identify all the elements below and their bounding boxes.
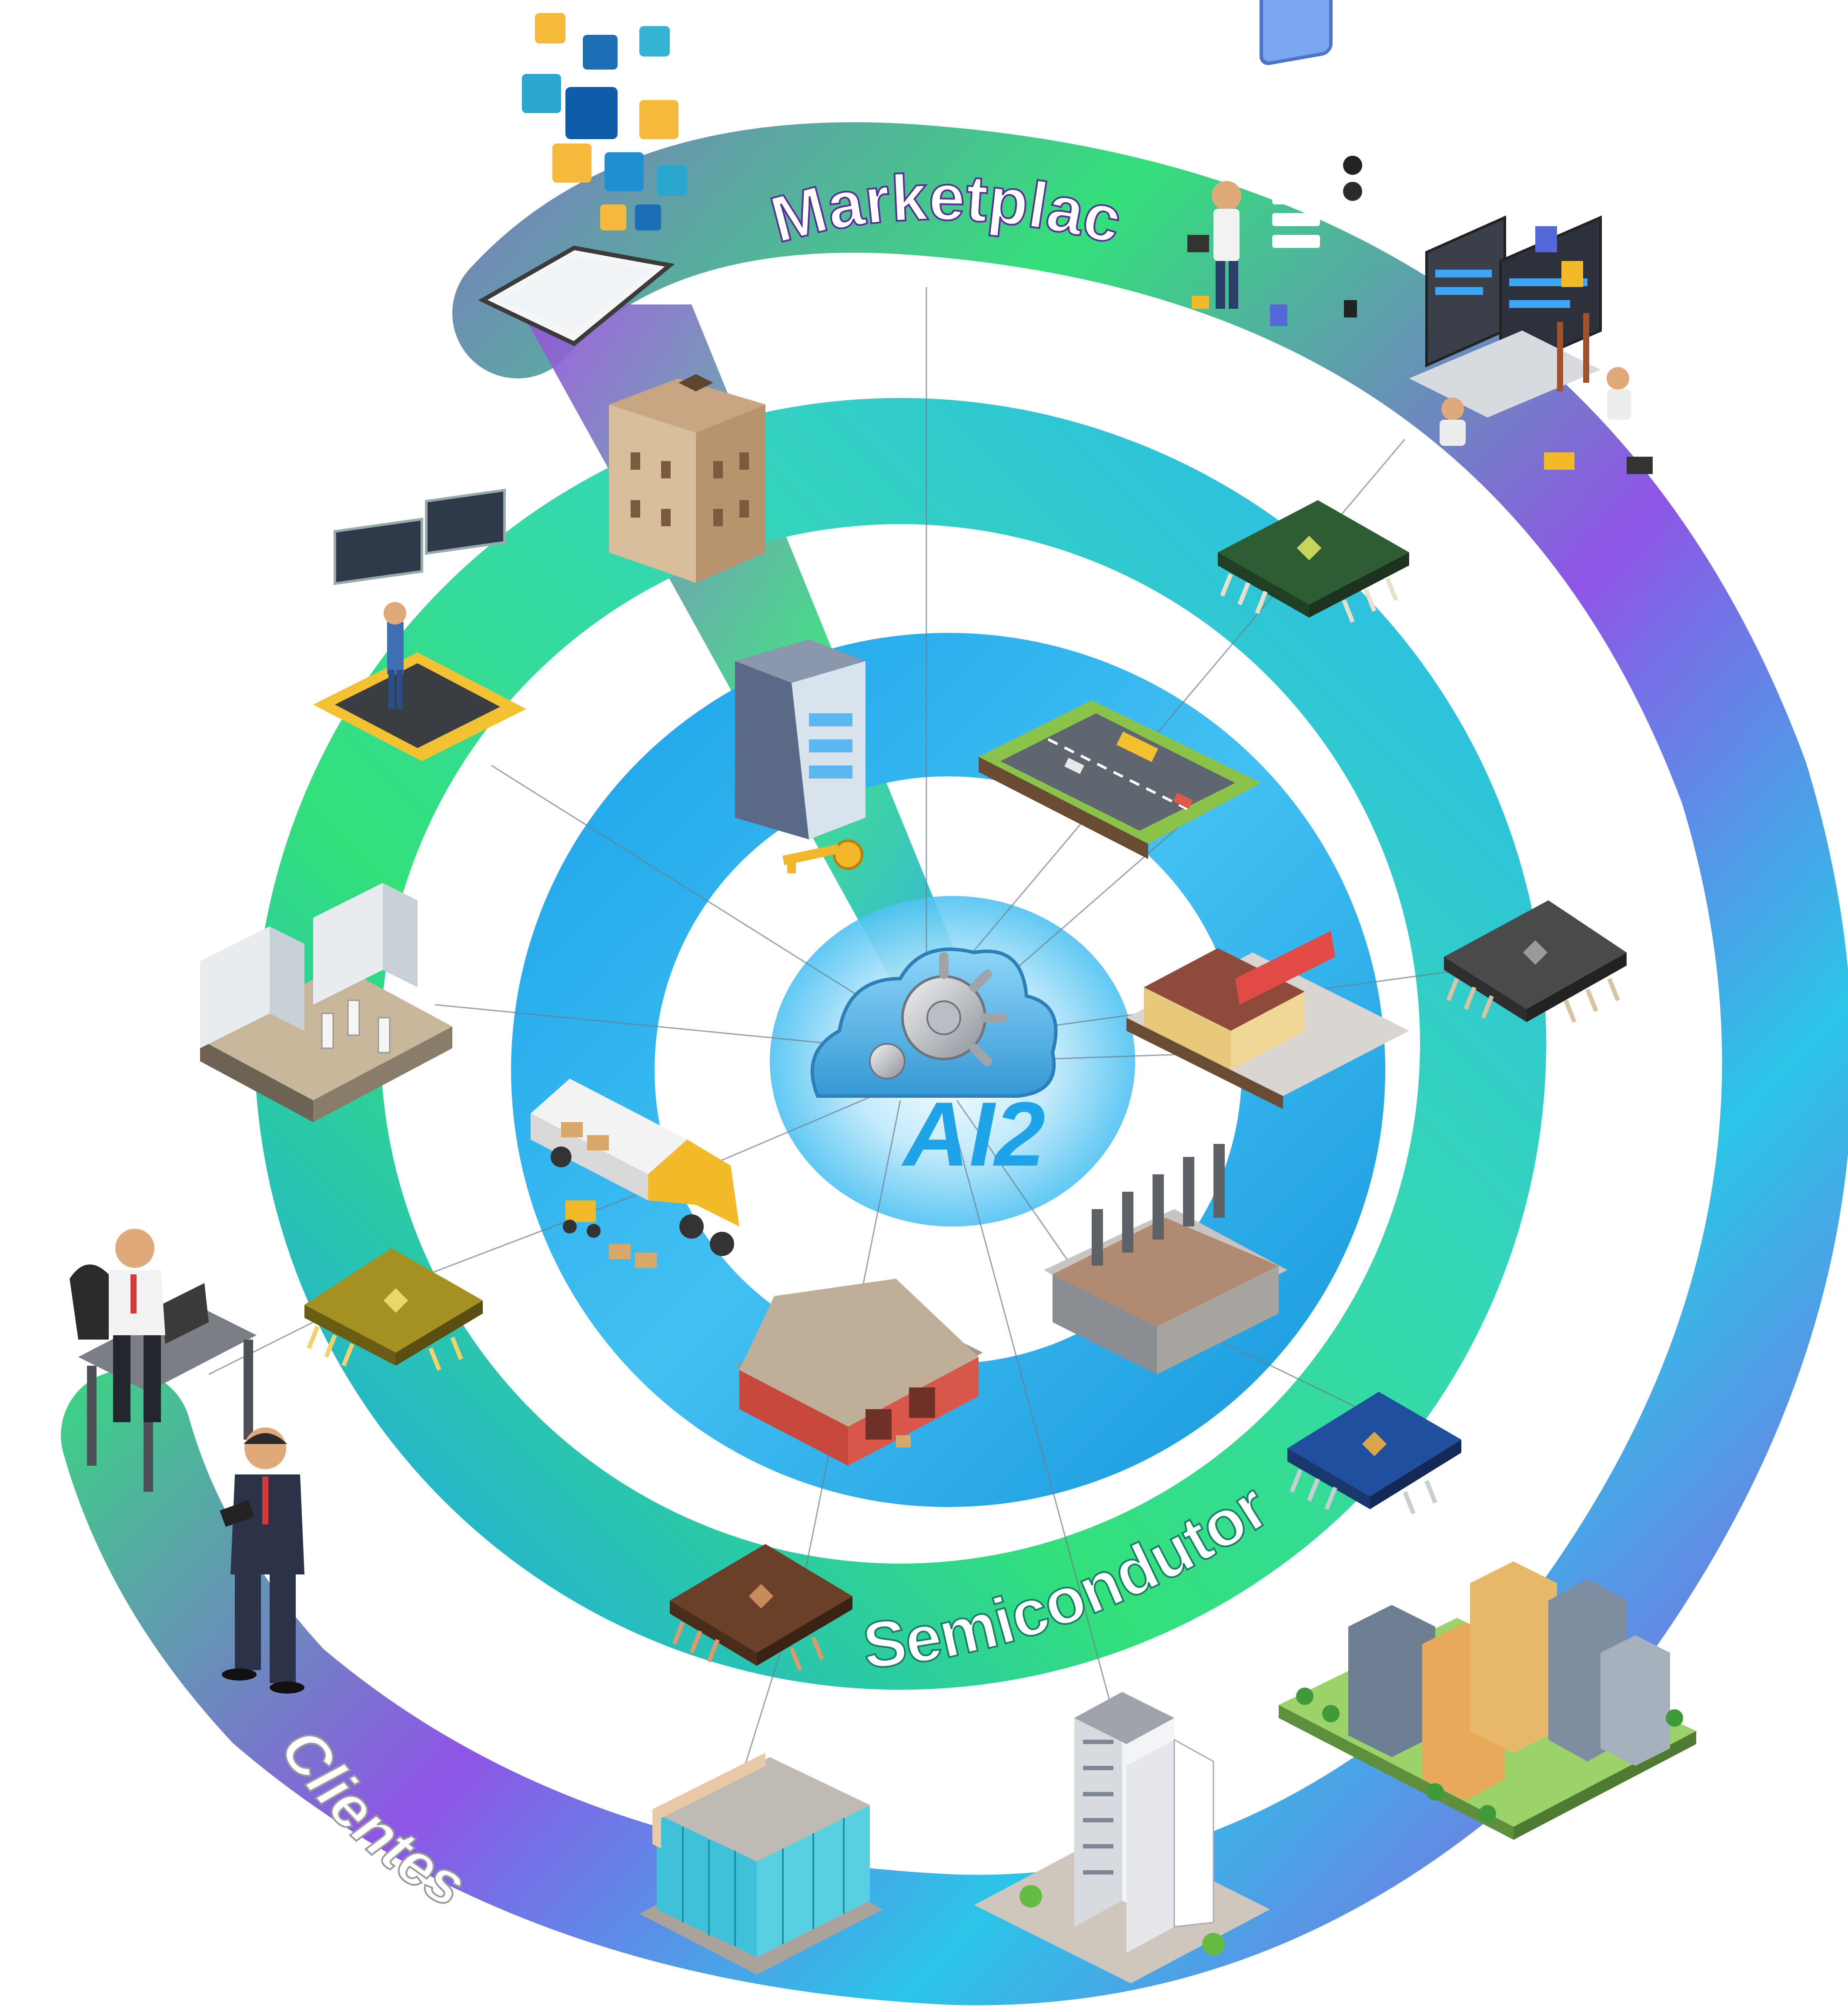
fab-cleanroom-icon bbox=[200, 883, 452, 1122]
power-plant-icon bbox=[1044, 1144, 1287, 1374]
castle-tower-icon bbox=[609, 374, 765, 583]
shop-icon bbox=[1126, 931, 1409, 1109]
tablet-apps-icon bbox=[478, 13, 687, 346]
software-team-icon bbox=[1409, 215, 1653, 474]
highway-icon bbox=[979, 700, 1261, 859]
chip-green-icon bbox=[1218, 500, 1409, 623]
app-developer-icon bbox=[1187, 0, 1362, 326]
cloud-vault-icon bbox=[810, 947, 1058, 1098]
ai2-logo: AI2 bbox=[901, 1083, 1046, 1185]
chip-copper-icon bbox=[670, 1544, 852, 1671]
delivery-truck-icon bbox=[531, 1079, 739, 1268]
key-icon bbox=[782, 839, 863, 873]
corporate-building-icon bbox=[639, 1753, 883, 1975]
skyscraper-icon bbox=[974, 1692, 1270, 1983]
office-worker-icon bbox=[70, 1229, 257, 1492]
chip-designer-icon bbox=[313, 488, 526, 761]
chip-gold-icon bbox=[304, 1248, 483, 1371]
chip-gray-icon bbox=[1444, 900, 1627, 1023]
server-rack-icon bbox=[735, 639, 866, 839]
chip-blue-icon bbox=[1287, 1392, 1461, 1514]
businessman-tablet-icon bbox=[220, 1427, 304, 1694]
warehouse-icon bbox=[735, 1279, 983, 1466]
city-block-icon bbox=[1279, 1561, 1696, 1840]
